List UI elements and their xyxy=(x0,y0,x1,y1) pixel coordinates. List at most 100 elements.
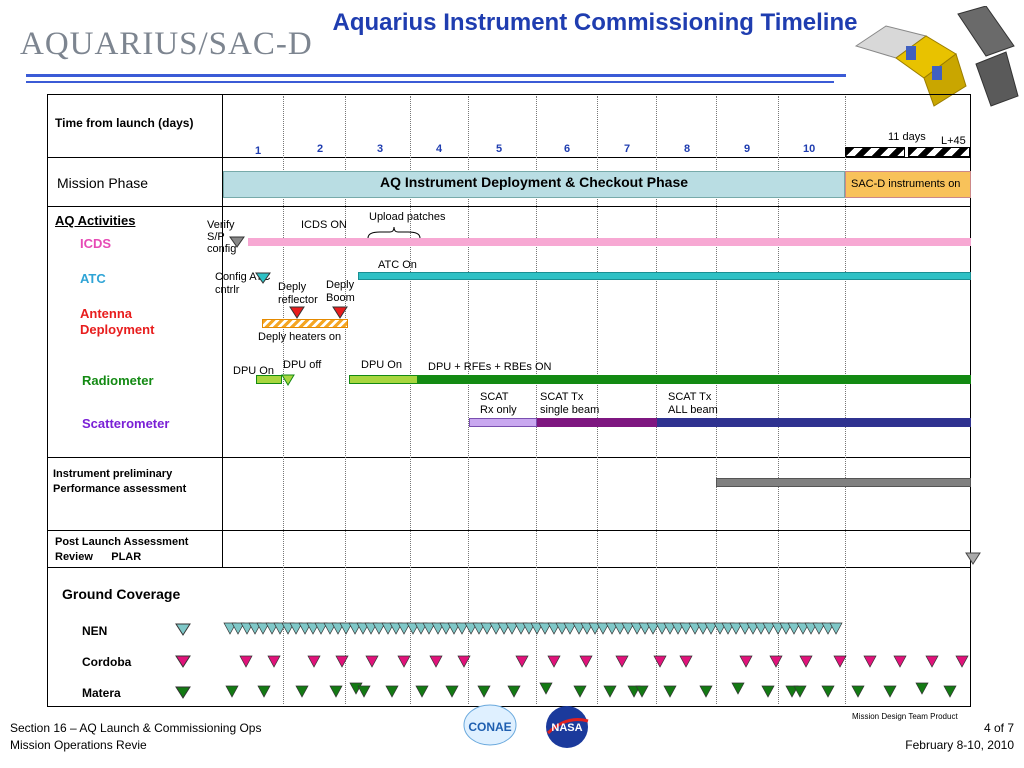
nen-pass-marker xyxy=(638,622,652,635)
matera-pass-marker xyxy=(385,685,399,698)
verify-marker-icon xyxy=(229,236,245,248)
nen-pass-marker xyxy=(422,622,436,635)
footer-date: February 8-10, 2010 xyxy=(905,738,1014,752)
gridline xyxy=(283,96,284,704)
icds-bar xyxy=(248,238,971,246)
nen-pass-marker xyxy=(348,622,362,635)
nen-pass-marker xyxy=(397,622,411,635)
radiometer-bar xyxy=(418,375,971,384)
matera-pass-marker xyxy=(603,685,617,698)
cordoba-pass-marker xyxy=(457,655,471,668)
atc-label: ATC xyxy=(80,271,106,286)
nen-pass-marker xyxy=(406,622,420,635)
deply-boom-marker-icon xyxy=(332,306,348,319)
nen-pass-marker xyxy=(314,622,328,635)
l45-label: L+45 xyxy=(941,135,966,147)
nen-pass-marker xyxy=(522,622,536,635)
nen-pass-marker xyxy=(306,622,320,635)
performance-assessment-bar xyxy=(716,478,971,487)
matera-pass-marker xyxy=(635,685,649,698)
plar-marker-icon xyxy=(965,552,981,565)
matera-pass-marker xyxy=(851,685,865,698)
svg-text:NASA: NASA xyxy=(551,722,582,734)
cordoba-pass-marker xyxy=(615,655,629,668)
cordoba-pass-marker xyxy=(515,655,529,668)
timeline-break-bar xyxy=(908,147,970,157)
footer-line1: Section 16 – AQ Launch & Commissioning O… xyxy=(10,721,262,735)
row-divider xyxy=(48,206,970,207)
gridline xyxy=(778,96,779,704)
scat-rx-bar xyxy=(469,418,537,427)
dpu-on-annotation: DPU On xyxy=(361,359,402,371)
scatterometer-label: Scatterometer xyxy=(82,416,170,431)
nen-pass-marker xyxy=(289,622,303,635)
row-divider xyxy=(48,157,970,158)
nen-pass-marker xyxy=(621,622,635,635)
matera-pass-marker xyxy=(329,685,343,698)
cordoba-pass-marker xyxy=(579,655,593,668)
aquarius-sacd-logo: AQUARIUS/SAC-D xyxy=(20,26,313,62)
gridline xyxy=(656,96,657,704)
timeline-frame xyxy=(47,94,971,707)
nen-pass-marker xyxy=(381,622,395,635)
matera-pass-marker xyxy=(699,685,713,698)
nen-pass-marker xyxy=(256,622,270,635)
nen-pass-marker xyxy=(563,622,577,635)
nen-pass-marker xyxy=(439,622,453,635)
scat-single-bar xyxy=(537,418,657,427)
footer-line2: Mission Operations Revie xyxy=(10,738,147,752)
svg-text:CONAE: CONAE xyxy=(468,720,511,734)
deployment-phase-bar xyxy=(223,171,845,198)
cordoba-pass-marker xyxy=(267,655,281,668)
matera-pass-marker xyxy=(225,685,239,698)
nen-pass-marker xyxy=(829,622,843,635)
nen-pass-marker xyxy=(754,622,768,635)
footer-section: Section 16 – AQ Launch & Commissioning O… xyxy=(10,720,261,754)
nen-pass-marker xyxy=(613,622,627,635)
cordoba-pass-marker xyxy=(365,655,379,668)
matera-pass-marker xyxy=(785,685,799,698)
day-tick-label: 9 xyxy=(744,143,751,155)
plar-label: Post Launch Assessment Review PLAR xyxy=(55,536,192,563)
gridline xyxy=(536,96,537,704)
nen-pass-marker xyxy=(505,622,519,635)
nen-pass-marker xyxy=(572,622,586,635)
sacd-phase-bar xyxy=(845,171,971,198)
gridline xyxy=(597,96,598,704)
nen-pass-marker xyxy=(804,622,818,635)
dpu-on-bar-2 xyxy=(349,375,418,384)
row-divider xyxy=(48,457,970,458)
time-from-launch-label: Time from launch (days) xyxy=(55,116,194,130)
nen-pass-marker xyxy=(472,622,486,635)
nen-pass-marker xyxy=(746,622,760,635)
radiometer-label: Radiometer xyxy=(82,373,154,388)
upload-patches-annotation: Upload patches xyxy=(369,211,446,223)
matera-legend-icon xyxy=(175,686,191,699)
nen-pass-marker xyxy=(389,622,403,635)
cordoba-pass-marker xyxy=(925,655,939,668)
deply-heaters-bar xyxy=(262,319,348,328)
cordoba-pass-marker xyxy=(429,655,443,668)
matera-pass-marker xyxy=(257,685,271,698)
nen-legend-icon xyxy=(175,623,191,636)
day-tick-label: 3 xyxy=(377,143,384,155)
nen-pass-marker xyxy=(455,622,469,635)
nasa-logo-icon: NASA xyxy=(546,706,589,748)
nen-pass-marker xyxy=(555,622,569,635)
mission-phase-label: Mission Phase xyxy=(57,175,149,191)
header-rule-2 xyxy=(26,81,834,83)
nen-pass-marker xyxy=(596,622,610,635)
row-divider xyxy=(48,530,970,531)
nen-pass-marker xyxy=(738,622,752,635)
nen-pass-marker xyxy=(721,622,735,635)
cordoba-pass-marker xyxy=(307,655,321,668)
atc-on-annotation: ATC On xyxy=(378,259,417,271)
day-tick-label: 10 xyxy=(803,143,816,155)
nen-pass-marker xyxy=(248,622,262,635)
nen-pass-marker xyxy=(547,622,561,635)
nen-pass-marker xyxy=(223,622,237,635)
cordoba-legend-icon xyxy=(175,655,191,668)
verify-config-annotation: Verify S/P config xyxy=(207,219,237,255)
nen-pass-marker xyxy=(530,622,544,635)
icds-label: ICDS xyxy=(80,236,112,251)
